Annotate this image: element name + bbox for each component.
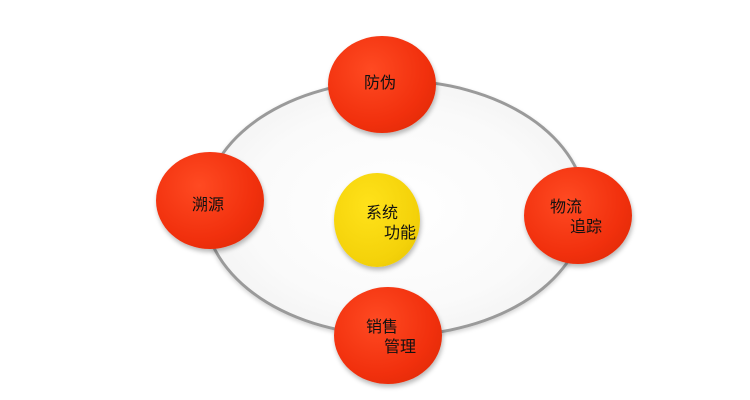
node-anti-counterfeit-label: 防伪 bbox=[364, 73, 397, 92]
node-sales-label-line2: 管理 bbox=[384, 337, 417, 356]
node-logistics-label-line2: 追踪 bbox=[570, 217, 603, 236]
node-traceability: 溯源 bbox=[156, 152, 264, 249]
center-node-label-line2: 功能 bbox=[384, 223, 417, 242]
node-sales-label-line1: 销售 bbox=[366, 317, 399, 336]
node-logistics-label-line1: 物流 bbox=[550, 197, 583, 216]
center-node-label-line1: 系统 bbox=[366, 203, 399, 222]
node-logistics-tracking: 物流 追踪 bbox=[524, 167, 632, 264]
node-anti-counterfeit: 防伪 bbox=[328, 36, 436, 133]
node-sales-management: 销售 管理 bbox=[334, 287, 442, 384]
center-node-system-function: 系统 功能 bbox=[334, 173, 420, 267]
node-traceability-label: 溯源 bbox=[192, 195, 225, 214]
